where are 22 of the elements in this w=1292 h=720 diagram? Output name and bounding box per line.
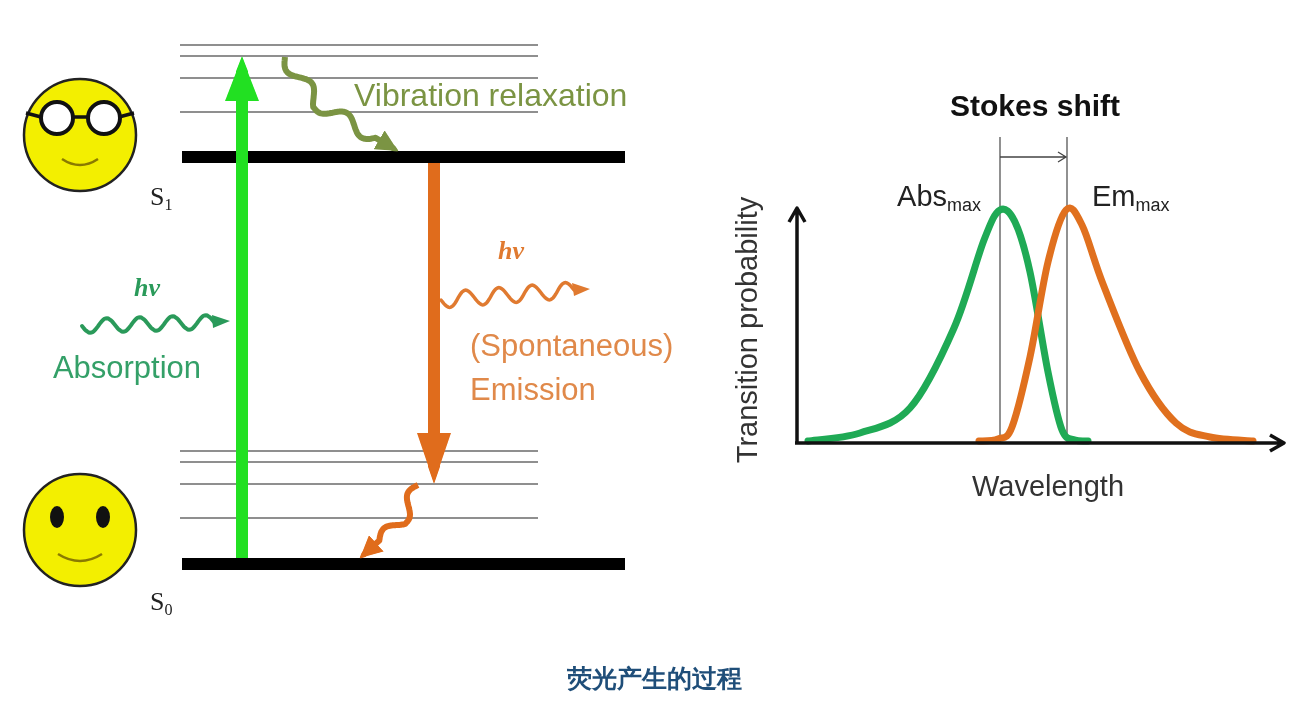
axis-title: Transition probability (731, 196, 765, 464)
vibrational-level-line (180, 55, 538, 57)
caption: 荧光产生的过程 (566, 664, 742, 693)
chart-title: Stokes shift (950, 89, 1120, 124)
process-label: (Spontaneous) Emission (470, 327, 675, 409)
vibrational-level-line (180, 111, 538, 113)
vibrational-level-line (180, 450, 538, 452)
state-label: S$_{0}$ (150, 587, 173, 617)
vibrational-level-line (180, 483, 538, 485)
state-label: S$_{1}$ (150, 182, 173, 212)
process-label: Absorption (52, 350, 202, 386)
photon-symbol: hν (134, 273, 160, 303)
wavy-arrow (281, 55, 400, 154)
photon-symbol: hν (498, 236, 524, 266)
arrow (417, 163, 451, 483)
arrow (225, 57, 259, 558)
wavy-arrow (358, 482, 421, 561)
vibrational-level-line (180, 77, 538, 79)
axis-title: Wavelength (971, 470, 1125, 504)
vibrational-level-line (180, 44, 538, 46)
vibrational-level-line (180, 517, 538, 519)
vibrational-level-line (180, 461, 538, 463)
